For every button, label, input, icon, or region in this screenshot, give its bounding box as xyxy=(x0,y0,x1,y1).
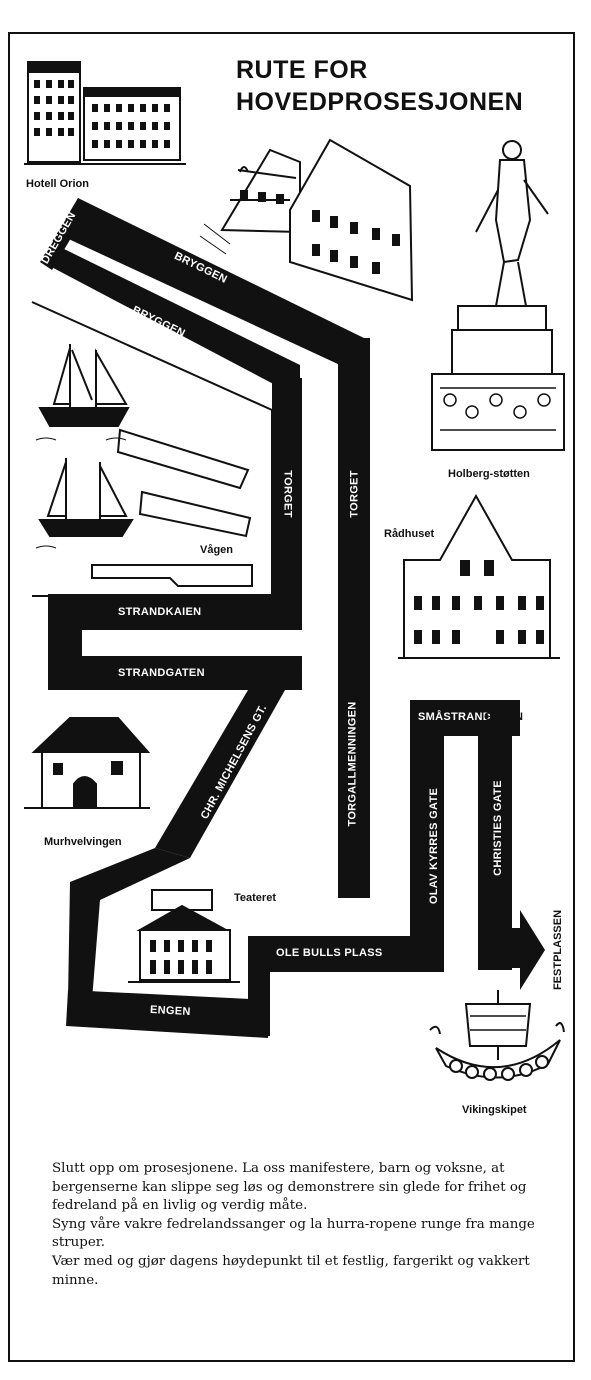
info-paragraph-3: Vær med og gjør dagens høydepunkt til et… xyxy=(52,1253,530,1288)
murhvelvingen-illustration xyxy=(24,717,151,809)
route-torget-left xyxy=(272,378,302,594)
route-chr-michelsens xyxy=(155,656,302,858)
bryggen-houses-illustration xyxy=(199,138,414,302)
route-engen xyxy=(66,990,270,1038)
info-paragraph-1: Slutt opp om prosesjonene. La oss manife… xyxy=(52,1161,527,1214)
street-torget-left: TORGET xyxy=(281,470,294,518)
label-vaagen: Vågen xyxy=(200,544,234,556)
route-lower-left xyxy=(68,848,190,1000)
raadhuset-illustration xyxy=(398,493,560,659)
street-strandgaten: STRANDGATEN xyxy=(118,667,205,679)
info-text: Slutt opp om prosesjonene. La oss manife… xyxy=(52,1160,552,1290)
label-murhvelvingen: Murhvelvingen xyxy=(44,836,122,848)
route-engen-join xyxy=(248,936,270,1036)
label-raadhuset: Rådhuset xyxy=(384,528,435,540)
street-christies: CHRISTIES GATE xyxy=(491,780,504,876)
street-gaten: GATEN xyxy=(484,711,524,723)
festplassen-arrow xyxy=(478,910,545,990)
route-bryggen-outer xyxy=(60,198,368,378)
street-torgallmenningen: TORGALLMENNINGEN xyxy=(346,701,359,827)
label-festplassen: FESTPLASSEN xyxy=(552,909,565,991)
hotel-orion-illustration xyxy=(24,61,186,165)
street-olav-kyrres: OLAV KYRRES GATE xyxy=(428,787,441,905)
teateret-illustration xyxy=(128,889,240,983)
route-olav-kyrres xyxy=(410,700,444,972)
quay-1 xyxy=(116,428,250,490)
label-teateret: Teateret xyxy=(234,892,276,904)
label-hotell-orion: Hotell Orion xyxy=(26,178,89,190)
route-strandgaten xyxy=(48,656,302,690)
route-christies xyxy=(478,700,512,970)
label-holberg: Holberg-støtten xyxy=(448,468,530,480)
holberg-statue-illustration xyxy=(431,140,565,451)
sailing-ships-illustration xyxy=(35,344,134,549)
route-torget-right xyxy=(338,338,370,898)
route-strandkaien xyxy=(48,594,302,640)
street-ole-bulls: OLE BULLS PLASS xyxy=(276,947,383,959)
route-ole-bulls xyxy=(248,936,434,972)
title-line-1: RUTE FOR xyxy=(236,56,368,84)
quay-3 xyxy=(91,564,253,587)
street-strandkaien: STRANDKAIEN xyxy=(118,606,202,618)
street-torget-right: TORGET xyxy=(348,470,361,518)
vikingskipet-illustration xyxy=(429,990,565,1081)
street-engen: ENGEN xyxy=(149,1003,191,1019)
title-line-2: HOVEDPROSESJONEN xyxy=(236,88,524,116)
procession-route xyxy=(40,198,545,1038)
street-smaastrand: SMÅSTRAND xyxy=(418,711,491,723)
quay-2 xyxy=(138,490,252,538)
info-paragraph-2: Syng våre vakre fedrelandssanger og la h… xyxy=(52,1216,535,1251)
label-vikingskipet: Vikingskipet xyxy=(462,1104,527,1116)
route-bryggen-inner xyxy=(42,246,300,398)
